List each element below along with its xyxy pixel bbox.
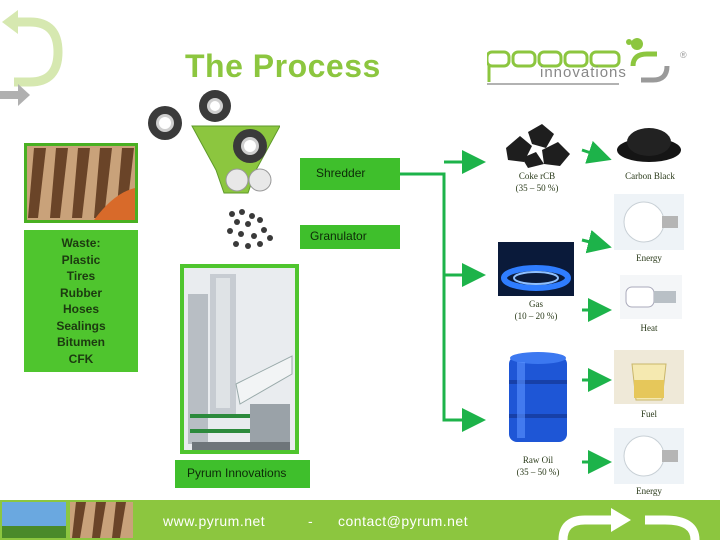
- radiator-thermostat-icon: [620, 275, 682, 319]
- waste-line: Bitumen: [57, 335, 105, 349]
- tire-icon: [148, 106, 182, 140]
- pyrum-logo: [487, 38, 670, 85]
- oil-barrel-image: [509, 352, 567, 442]
- tire-icon: [199, 90, 231, 122]
- granulate-icon: [227, 209, 273, 249]
- waste-line: CFK: [68, 351, 94, 366]
- registered-mark: ®: [680, 50, 687, 60]
- pyrum-innovations-label: Pyrum Innovations: [175, 460, 310, 488]
- shredder-hopper-illustration: [148, 90, 280, 249]
- shredder-rollers-icon: [225, 168, 272, 192]
- waste-line: Waste:: [61, 236, 101, 250]
- email-link[interactable]: contact@pyrum.net: [338, 513, 469, 529]
- coke-rcb-image: [506, 124, 570, 168]
- gas-label: Gas (10 – 20 %): [498, 298, 574, 322]
- fuel-label: Fuel: [640, 409, 657, 419]
- waste-line: Plastic: [61, 252, 101, 267]
- oil-name: Raw Oil: [522, 455, 554, 465]
- logo-text: innovations: [540, 64, 627, 81]
- recycle-arc-icon: [558, 508, 700, 540]
- waste-line: Rubber: [60, 285, 102, 300]
- waste-line: Hoses: [62, 302, 100, 316]
- energy-top-label: Energy: [636, 253, 662, 263]
- pyrolysis-plant-photo: [180, 264, 299, 454]
- oil-label: Raw Oil (35 – 50 %): [498, 454, 578, 478]
- waste-input-box: Waste: Plastic Tires Rubber Hoses Sealin…: [24, 230, 138, 372]
- heat-label: Heat: [640, 323, 658, 333]
- energy-bottom-label: Energy: [636, 486, 662, 496]
- gas-share: (10 – 20 %): [514, 311, 558, 321]
- footer-photos: [2, 502, 133, 538]
- flow-arrows: [400, 140, 612, 474]
- website-link[interactable]: www.pyrum.net: [163, 513, 266, 529]
- coke-share: (35 – 50 %): [515, 183, 559, 193]
- light-bulb-icon: [614, 194, 684, 250]
- carbon-black-label: Carbon Black: [625, 171, 675, 181]
- gas-flame-image: [498, 242, 574, 296]
- oil-share: (35 – 50 %): [516, 467, 560, 477]
- coke-name: Coke rCB: [518, 171, 556, 181]
- shredder-label: Shredder: [300, 158, 400, 190]
- light-bulb-icon: [614, 428, 684, 484]
- granulator-label: Granulator: [300, 225, 400, 249]
- waste-line: Sealings: [56, 318, 106, 333]
- waste-line: Tires: [66, 269, 96, 283]
- footer-separator: -: [308, 513, 314, 529]
- coke-label: Coke rCB (35 – 50 %): [498, 170, 576, 194]
- recycle-arc-icon: [0, 10, 63, 106]
- gas-name: Gas: [529, 299, 543, 309]
- fuel-glass-image: [614, 350, 684, 404]
- page-title: The Process: [185, 48, 381, 84]
- carbon-black-image: [617, 128, 681, 162]
- tire-photo: [24, 143, 138, 223]
- tire-icon: [233, 129, 267, 163]
